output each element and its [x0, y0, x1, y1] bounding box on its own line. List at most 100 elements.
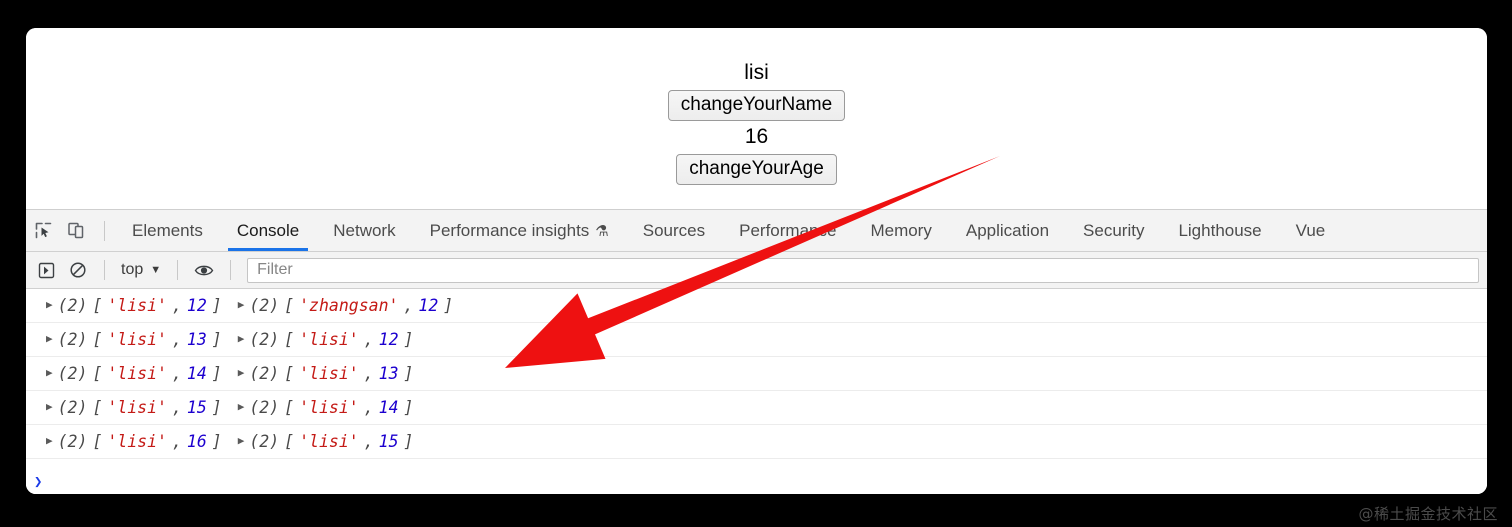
- console-filter-placeholder: Filter: [257, 261, 293, 278]
- string-value: 'lisi': [299, 432, 359, 451]
- console-log-row[interactable]: ▶(2) ['lisi', 12]▶(2) ['zhangsan', 12]: [26, 289, 1487, 323]
- comma: ,: [363, 432, 374, 451]
- comma: ,: [363, 330, 374, 349]
- devtools-tab-vue[interactable]: Vue: [1279, 210, 1343, 251]
- devtools-tab-elements[interactable]: Elements: [115, 210, 220, 251]
- number-value: 15: [186, 398, 207, 417]
- bracket-close: ]: [403, 330, 414, 349]
- live-expression-eye-icon[interactable]: [188, 255, 220, 285]
- bracket-open: [: [92, 398, 103, 417]
- tab-label: Vue: [1295, 220, 1326, 240]
- tab-label: Performance insights: [429, 220, 590, 240]
- disclosure-triangle-icon[interactable]: ▶: [46, 332, 53, 345]
- console-log-row[interactable]: ▶(2) ['lisi', 15]▶(2) ['lisi', 14]: [26, 391, 1487, 425]
- array-length-label: (2): [57, 432, 88, 451]
- tab-label: Performance: [739, 220, 837, 240]
- console-array-right[interactable]: ▶(2) ['lisi', 14]: [238, 398, 414, 417]
- devtools-tab-application[interactable]: Application: [949, 210, 1066, 251]
- disclosure-triangle-icon[interactable]: ▶: [237, 298, 245, 311]
- disclosure-triangle-icon[interactable]: ▶: [237, 400, 245, 413]
- string-value: 'lisi': [299, 330, 359, 349]
- bracket-close: ]: [403, 432, 414, 451]
- tab-label: Console: [236, 220, 300, 240]
- string-value: 'lisi': [107, 398, 167, 417]
- disclosure-triangle-icon[interactable]: ▶: [46, 434, 53, 447]
- console-array-right[interactable]: ▶(2) ['lisi', 12]: [238, 330, 414, 349]
- string-value: 'lisi': [299, 398, 359, 417]
- console-toolbar-divider-2: [177, 260, 179, 280]
- age-value-text: 16: [744, 125, 769, 148]
- inspect-element-icon[interactable]: [26, 210, 60, 251]
- bracket-open: [: [92, 296, 103, 315]
- flask-icon: ⚗: [595, 222, 609, 240]
- number-value: 12: [186, 296, 207, 315]
- chevron-down-icon: ▼: [150, 264, 162, 276]
- disclosure-triangle-icon[interactable]: ▶: [46, 366, 53, 379]
- bracket-open: [: [92, 364, 103, 383]
- disclosure-triangle-icon[interactable]: ▶: [46, 298, 53, 311]
- string-value: 'lisi': [107, 432, 167, 451]
- array-length-label: (2): [249, 296, 280, 315]
- console-log-row[interactable]: ▶(2) ['lisi', 13]▶(2) ['lisi', 12]: [26, 323, 1487, 357]
- console-array-left[interactable]: ▶(2) ['lisi', 12]: [46, 296, 222, 315]
- bracket-open: [: [284, 364, 295, 383]
- array-length-label: (2): [249, 398, 280, 417]
- console-log-row[interactable]: ▶(2) ['lisi', 14] ▶(2) ['lisi', 13]: [26, 357, 1487, 391]
- console-array-left[interactable]: ▶ (2) ['lisi', 15]: [46, 398, 222, 417]
- devtools-tab-console[interactable]: Console: [220, 210, 316, 251]
- disclosure-triangle-icon[interactable]: ▶: [46, 400, 53, 413]
- console-array-right[interactable]: ▶(2) ['lisi', 15]: [238, 432, 414, 451]
- device-toolbar-icon[interactable]: [60, 210, 94, 251]
- string-value: 'lisi': [107, 296, 167, 315]
- comma: ,: [171, 330, 182, 349]
- console-log-row[interactable]: ▶(2) ['lisi', 16]▶(2) ['lisi', 15]: [26, 425, 1487, 459]
- console-prompt-row[interactable]: ❯: [26, 466, 1487, 494]
- disclosure-triangle-icon[interactable]: ▶: [237, 332, 245, 345]
- console-toolbar: top ▼ Filter: [26, 252, 1487, 289]
- console-context-selector[interactable]: top ▼: [115, 261, 167, 279]
- number-value: 15: [378, 432, 399, 451]
- bracket-close: ]: [211, 432, 222, 451]
- tab-label: Security: [1083, 220, 1145, 240]
- number-value: 12: [418, 296, 439, 315]
- comma: ,: [171, 398, 182, 417]
- devtools-tool-icons: [26, 210, 115, 251]
- console-array-right[interactable]: ▶(2) ['zhangsan', 12]: [238, 296, 453, 315]
- disclosure-triangle-icon[interactable]: ▶: [237, 366, 245, 379]
- bracket-open: [: [284, 398, 295, 417]
- devtools-tab-performance-insights[interactable]: Performance insights ⚗: [413, 210, 626, 251]
- devtools-tab-security[interactable]: Security: [1066, 210, 1161, 251]
- bracket-open: [: [284, 330, 295, 349]
- bracket-close: ]: [211, 364, 222, 383]
- devtools-tab-network[interactable]: Network: [316, 210, 412, 251]
- console-context-label: top: [121, 261, 144, 278]
- tab-label: Memory: [870, 220, 932, 240]
- change-your-name-button[interactable]: changeYourName: [667, 90, 846, 121]
- console-filter-input[interactable]: Filter: [247, 257, 1479, 283]
- console-array-right[interactable]: ▶(2) ['lisi', 13]: [238, 364, 414, 383]
- bracket-close: ]: [403, 398, 414, 417]
- bracket-close: ]: [211, 296, 222, 315]
- console-array-left[interactable]: ▶(2) ['lisi', 14]: [46, 364, 222, 383]
- devtools-tab-memory[interactable]: Memory: [853, 210, 948, 251]
- array-length-label: (2): [57, 398, 88, 417]
- devtools-tab-lighthouse[interactable]: Lighthouse: [1161, 210, 1278, 251]
- web-page-viewport: lisi changeYourName 16 changeYourAge: [26, 28, 1487, 209]
- console-array-left[interactable]: ▶(2) ['lisi', 13]: [46, 330, 222, 349]
- bracket-close: ]: [211, 330, 222, 349]
- change-your-age-button[interactable]: changeYourAge: [676, 154, 837, 185]
- bracket-close: ]: [443, 296, 454, 315]
- devtools-tab-performance[interactable]: Performance: [722, 210, 853, 251]
- console-sidebar-toggle-icon[interactable]: [30, 255, 62, 285]
- comma: ,: [363, 364, 374, 383]
- bracket-open: [: [284, 432, 295, 451]
- disclosure-triangle-icon[interactable]: ▶: [237, 434, 245, 447]
- console-log-area[interactable]: ▶(2) ['lisi', 12]▶(2) ['zhangsan', 12]▶(…: [26, 289, 1487, 466]
- bracket-close: ]: [211, 398, 222, 417]
- console-array-left[interactable]: ▶(2) ['lisi', 16]: [46, 432, 222, 451]
- clear-console-icon[interactable]: [62, 255, 94, 285]
- devtools-tab-sources[interactable]: Sources: [626, 210, 722, 251]
- array-length-label: (2): [57, 330, 88, 349]
